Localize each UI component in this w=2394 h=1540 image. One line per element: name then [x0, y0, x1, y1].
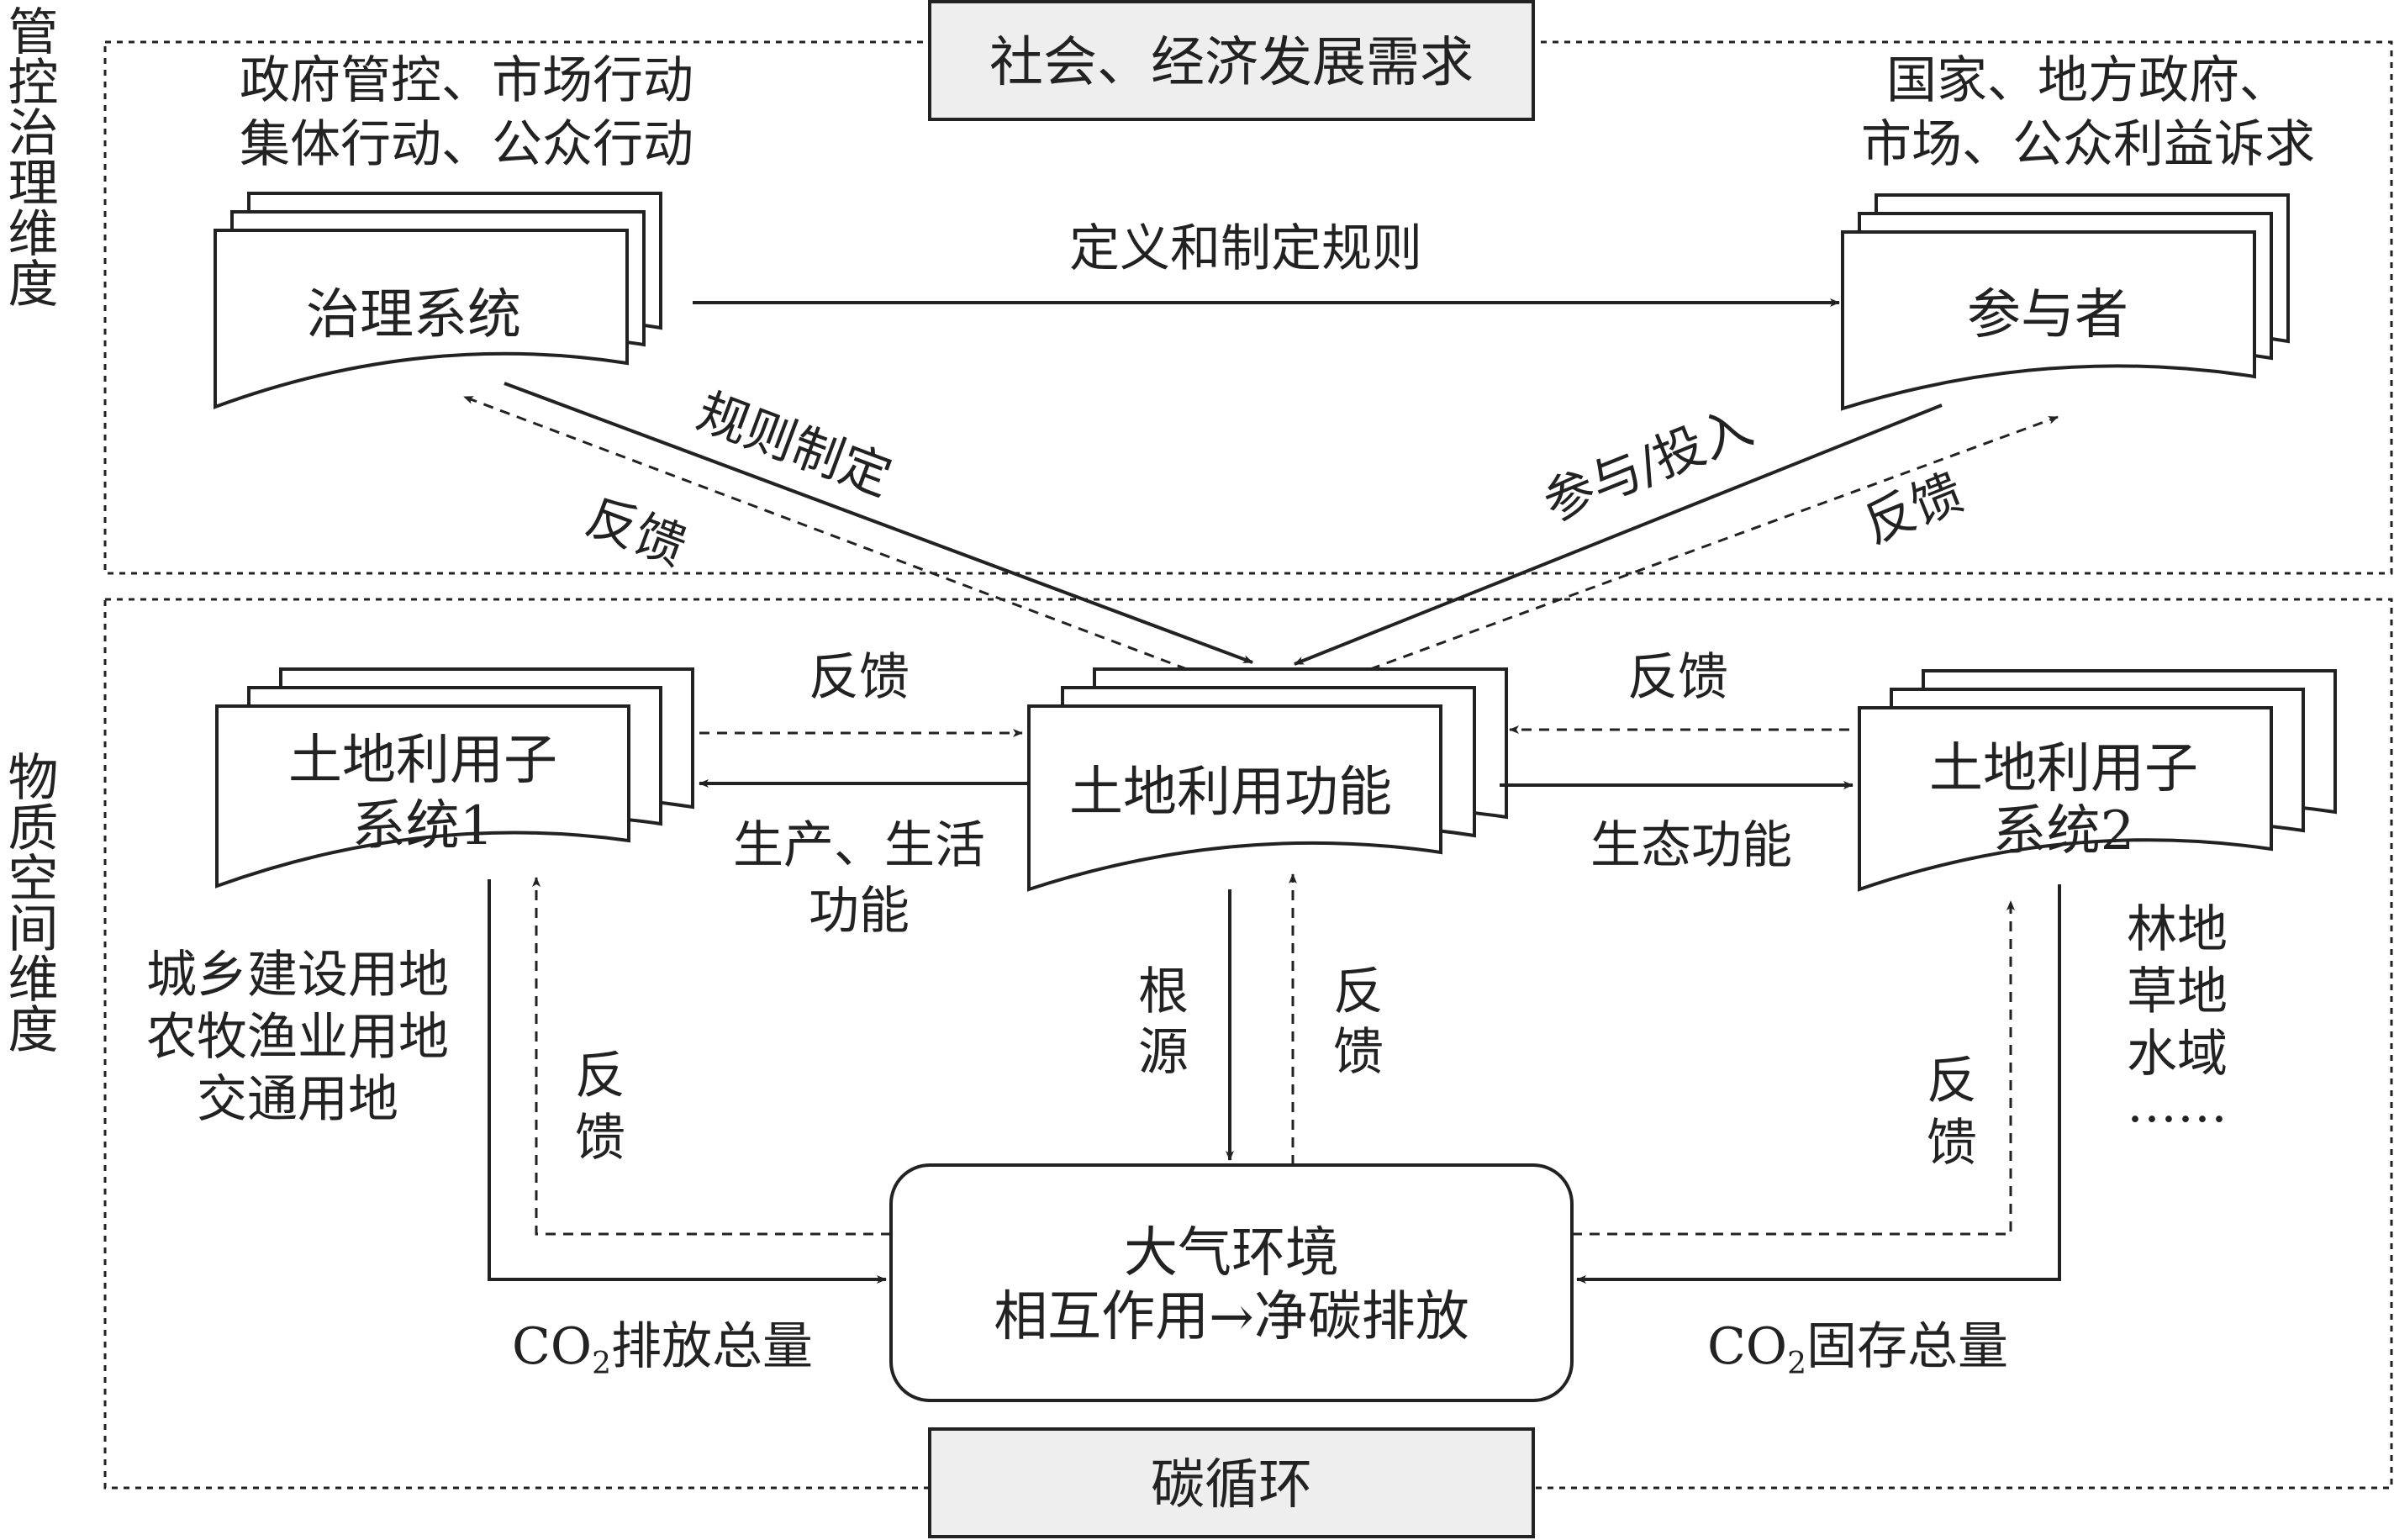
top-banner-box — [928, 0, 1535, 121]
define-rules-label: 定义和制定规则 — [1069, 219, 1422, 278]
production-living-label-1: 生产、生活 — [733, 816, 985, 875]
bottom-banner-box — [928, 1427, 1535, 1538]
participation-label: 参与/投入 — [1536, 398, 1761, 534]
subsystem-2-land-type-2: 草地 — [2127, 962, 2228, 1021]
subsystem-2-land-type-1: 林地 — [2127, 900, 2228, 959]
participants-caption-1: 国家、地方政府、 — [1886, 51, 2290, 110]
governance-side-label: 管控治理维度 — [0, 5, 58, 308]
atmosphere-line-1: 大气环境 — [1124, 1222, 1339, 1284]
feedback-to-participants-label: 反馈 — [1856, 463, 1971, 556]
feedback-subsystem-2-label-1: 反 — [1927, 1052, 1977, 1110]
bottom-banner-label: 碳循环 — [1151, 1454, 1312, 1516]
feedback-to-governance-arrow — [463, 395, 1188, 671]
feedback-atmosphere-label-2: 馈 — [1333, 1023, 1384, 1082]
feedback-subsystem-1-label-1: 反 — [575, 1047, 625, 1105]
physical-side-label: 物质空间维度 — [0, 751, 58, 1053]
atmosphere-line-2: 相互作用→净碳排放 — [994, 1286, 1469, 1348]
root-source-label-1: 根 — [1138, 962, 1189, 1021]
feedback-atmosphere-to-subsystem2-arrow — [1572, 900, 2015, 1236]
subsystem-1-land-type-3: 交通用地 — [197, 1070, 398, 1129]
subsystem-1-title-1: 土地利用子 — [288, 730, 557, 792]
physical-dimension-frame — [103, 598, 2393, 1490]
governance-system-node: 治理系统 — [214, 192, 662, 409]
feedback-subsystem1-to-function-label: 反馈 — [809, 648, 910, 707]
co2-emission-arrow — [488, 879, 887, 1284]
subsystem-2-title-2: 系统2 — [1993, 800, 2135, 862]
subsystem-1-land-type-1: 城乡建设用地 — [146, 946, 449, 1005]
ecological-function-label: 生态功能 — [1590, 816, 1792, 875]
feedback-to-governance-label: 反馈 — [579, 487, 694, 578]
participants-title: 参与者 — [1967, 284, 2128, 346]
rule-making-label: 规则制定 — [689, 382, 899, 508]
subsystem-1-title-2: 系统1 — [352, 795, 494, 857]
subsystem-2-title-1: 土地利用子 — [1929, 738, 2198, 800]
root-source-label-2: 源 — [1138, 1023, 1189, 1082]
feedback-atmosphere-label-1: 反 — [1333, 962, 1384, 1021]
co2-storage-label: CO2固存总量 — [1707, 1317, 2008, 1381]
participants-node: 参与者 — [1841, 193, 2290, 411]
top-banner-label: 社会、经济发展需求 — [989, 32, 1474, 94]
rule-making-arrow — [504, 382, 1253, 664]
land-use-function-node: 土地利用功能 — [1027, 667, 1508, 892]
atmosphere-node — [889, 1163, 1574, 1402]
production-living-label-2: 功能 — [809, 882, 910, 941]
participants-caption-2: 市场、公众利益诉求 — [1861, 115, 2315, 174]
co2-storage-arrow — [1576, 884, 2061, 1284]
land-use-function-title: 土地利用功能 — [1069, 762, 1392, 824]
governance-system-title: 治理系统 — [306, 284, 521, 346]
co2-emission-label: CO2排放总量 — [512, 1317, 813, 1381]
feedback-subsystem-1-label-2: 馈 — [575, 1109, 625, 1168]
subsystem-2-land-type-3: 水域 — [2127, 1025, 2228, 1084]
feedback-subsystem-2-label-2: 馈 — [1927, 1114, 1977, 1173]
subsystem-1-land-type-2: 农牧渔业用地 — [146, 1008, 449, 1067]
feedback-atmosphere-to-subsystem1-arrow — [532, 877, 891, 1236]
feedback-subsystem2-to-function-label: 反馈 — [1627, 648, 1728, 707]
governance-system-caption-2: 集体行动、公众行动 — [240, 115, 693, 174]
participation-arrow — [1294, 403, 1943, 666]
subsystem-2-land-type-4: …… — [2127, 1075, 2228, 1134]
land-use-subsystem-2-node: 土地利用子 系统2 — [1858, 669, 2337, 892]
governance-system-caption-1: 政府管控、市场行动 — [240, 51, 693, 110]
land-use-subsystem-1-node: 土地利用子 系统1 — [215, 667, 694, 889]
